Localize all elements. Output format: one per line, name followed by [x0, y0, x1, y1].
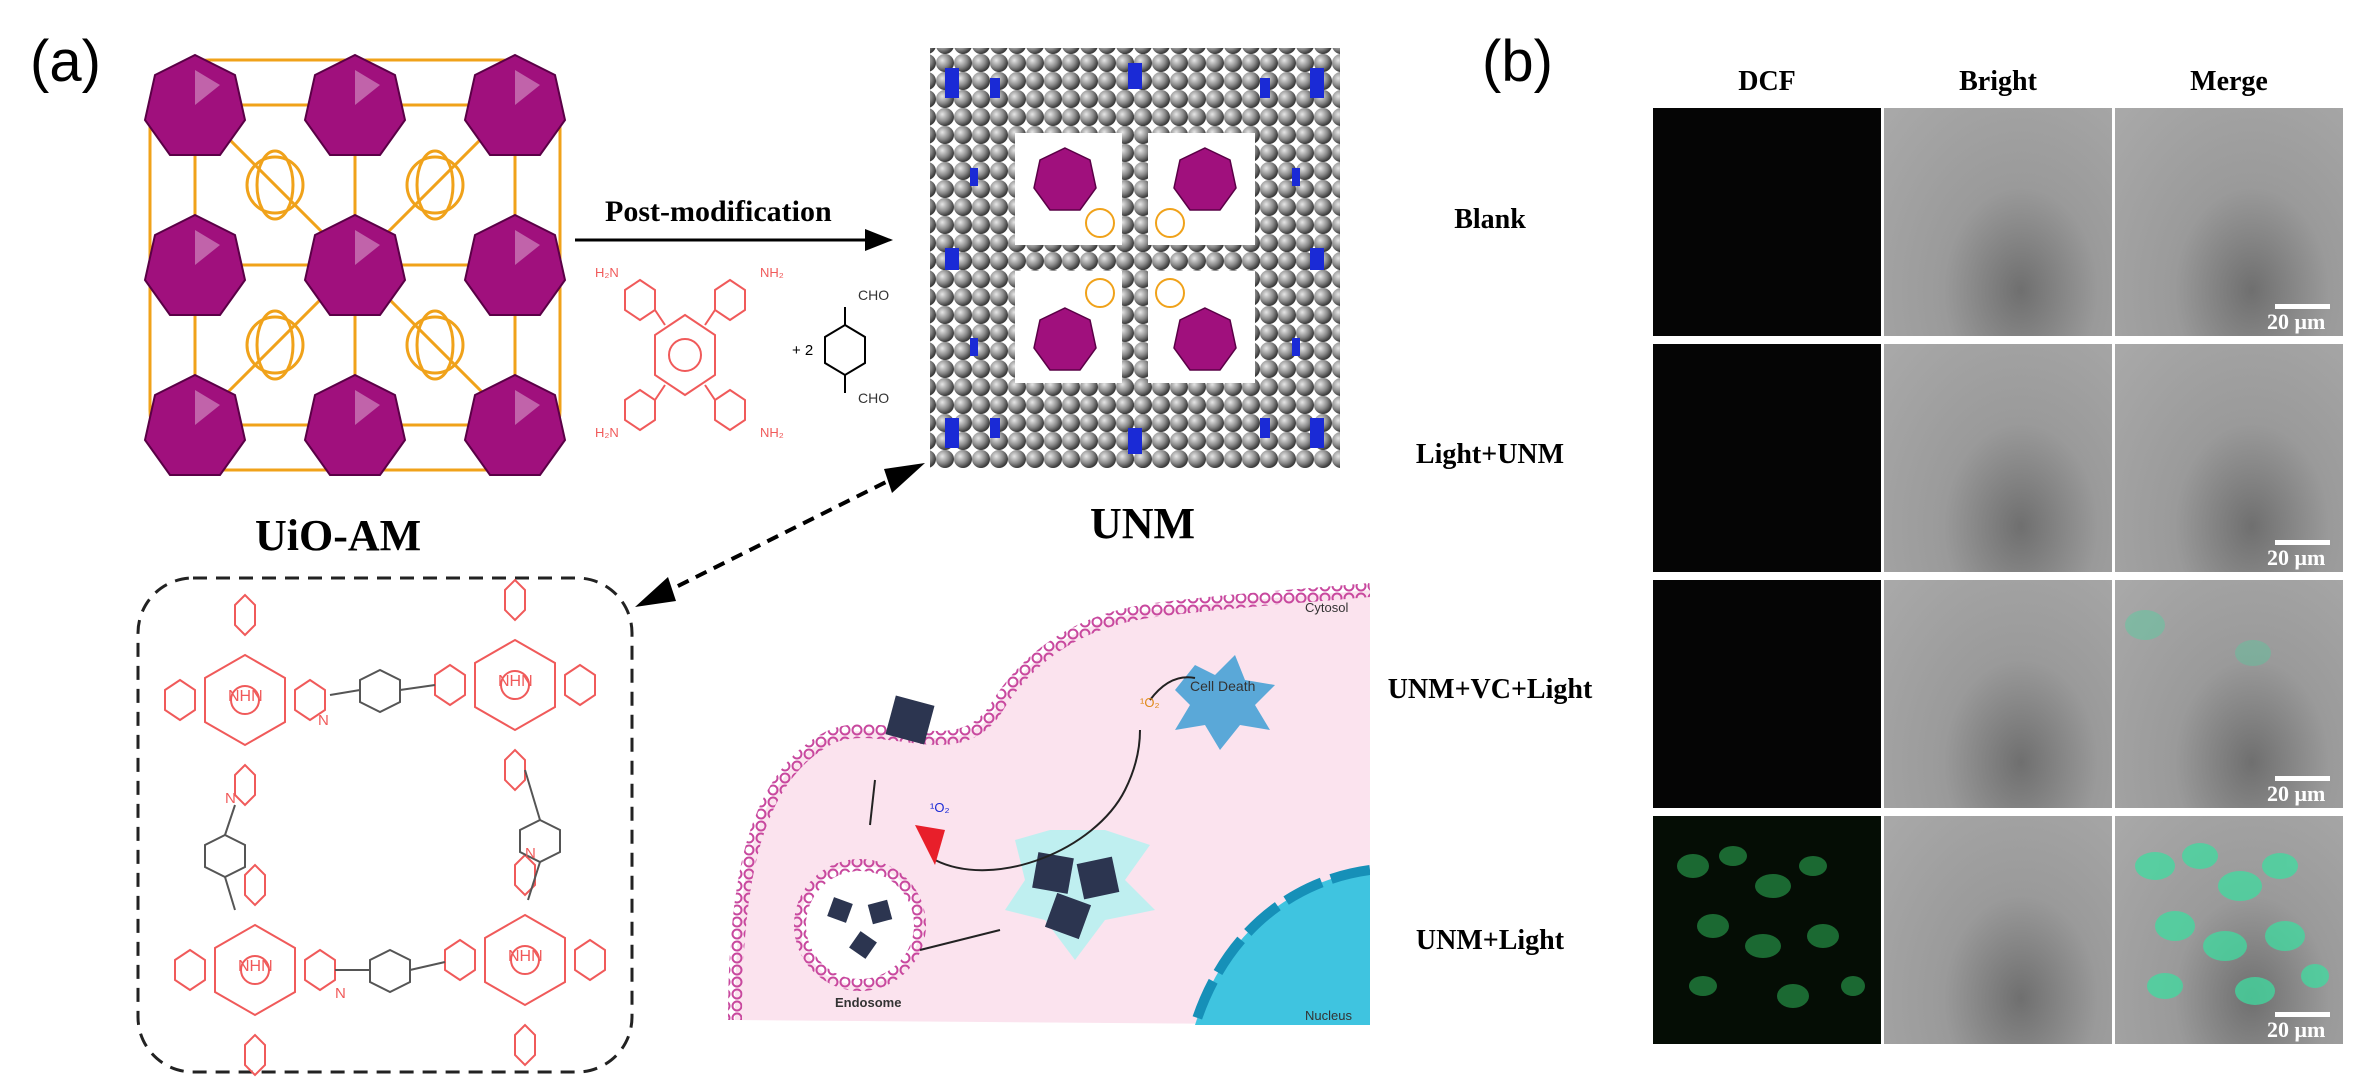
scale-bar-label-1: 20 μm — [2267, 309, 2326, 334]
amine-label-bottom-right: NH₂ — [760, 425, 784, 440]
row-label-light-unm: Light+UNM — [1415, 439, 1565, 470]
scale-bar-label-2: 20 μm — [2267, 545, 2326, 570]
dashed-double-arrow — [635, 463, 925, 607]
panel-letter-b: (b) — [1482, 29, 1553, 94]
scale-bar-1 — [2275, 304, 2330, 309]
scale-bar-label-3: 20 μm — [2267, 781, 2326, 806]
row-label-unm-vc-light: UNM+VC+Light — [1387, 674, 1593, 705]
image-light-unm-dcf — [1653, 344, 1881, 572]
amine-label-top-left: H₂N — [595, 265, 619, 280]
imine-label-3: N — [525, 845, 536, 862]
porphyrin-core-label-2: NHN — [498, 673, 533, 690]
image-unm-light-dcf — [1653, 816, 1881, 1044]
singlet-oxygen-label-1: ¹O₂ — [1140, 695, 1160, 710]
aldehyde-label-top: CHO — [858, 287, 890, 303]
image-blank-merge: 20 μm — [2115, 108, 2343, 336]
green-signal-faint-2 — [2235, 640, 2271, 666]
scale-bar-label-4: 20 μm — [2267, 1017, 2326, 1042]
dcf-green-cells — [1677, 846, 1865, 1008]
uio-am-label: UiO-AM — [255, 511, 422, 560]
porphyrin-core-label-1: NHN — [228, 688, 263, 705]
image-unm-vc-light-bright — [1884, 580, 2112, 808]
image-blank-dcf — [1653, 108, 1881, 336]
scale-bar-3 — [2275, 776, 2330, 781]
amine-label-bottom-left: H₂N — [595, 425, 619, 440]
porphyrin-amine-reagent — [624, 278, 746, 432]
post-modification-label: Post-modification — [605, 195, 832, 228]
amine-label-top-right: NH₂ — [760, 265, 784, 280]
image-light-unm-merge: 20 μm — [2115, 344, 2343, 572]
image-unm-light-merge: 20 μm — [2115, 816, 2343, 1044]
endosome-label: Endosome — [835, 995, 902, 1010]
porphyrin-core-label-4: NHN — [508, 948, 543, 965]
aldehyde-label-bottom: CHO — [858, 390, 890, 406]
porphyrin-core-label-3: NHN — [238, 958, 273, 975]
merge-green-cells — [2135, 843, 2329, 1005]
imine-label-2: N — [225, 790, 236, 807]
reagent-coefficient: + 2 — [792, 342, 814, 359]
singlet-oxygen-label-2: ¹O₂ — [930, 800, 950, 815]
nucleus-label: Nucleus — [1305, 1008, 1352, 1023]
row-label-unm-light: UNM+Light — [1415, 925, 1565, 956]
uio-am-framework-illustration — [143, 53, 567, 476]
cell-uptake-illustration — [695, 580, 1370, 1025]
green-signal-faint — [2125, 610, 2165, 640]
unm-framework-illustration — [930, 48, 1340, 468]
cell-death-label: Cell Death — [1190, 678, 1256, 694]
column-header-merge: Merge — [2190, 66, 2268, 97]
scale-bar-4 — [2275, 1012, 2330, 1017]
cytosol-label: Cytosol — [1305, 600, 1349, 615]
unm-label: UNM — [1090, 499, 1196, 548]
image-unm-light-bright — [1884, 816, 2112, 1044]
column-header-dcf: DCF — [1738, 66, 1796, 97]
image-blank-bright — [1884, 108, 2112, 336]
row-label-blank: Blank — [1454, 204, 1526, 235]
imine-label-4: N — [335, 985, 346, 1002]
image-unm-vc-light-merge: 20 μm — [2115, 580, 2343, 808]
image-light-unm-bright — [1884, 344, 2112, 572]
panel-letter-a: (a) — [30, 29, 101, 94]
scale-bar-2 — [2275, 540, 2330, 545]
image-unm-vc-light-dcf — [1653, 580, 1881, 808]
cof-imine-structure — [136, 576, 634, 1077]
imine-label-1: N — [318, 712, 329, 729]
column-header-bright: Bright — [1959, 66, 2037, 97]
terephthalaldehyde-reagent — [824, 307, 866, 393]
reaction-arrow — [575, 229, 893, 251]
